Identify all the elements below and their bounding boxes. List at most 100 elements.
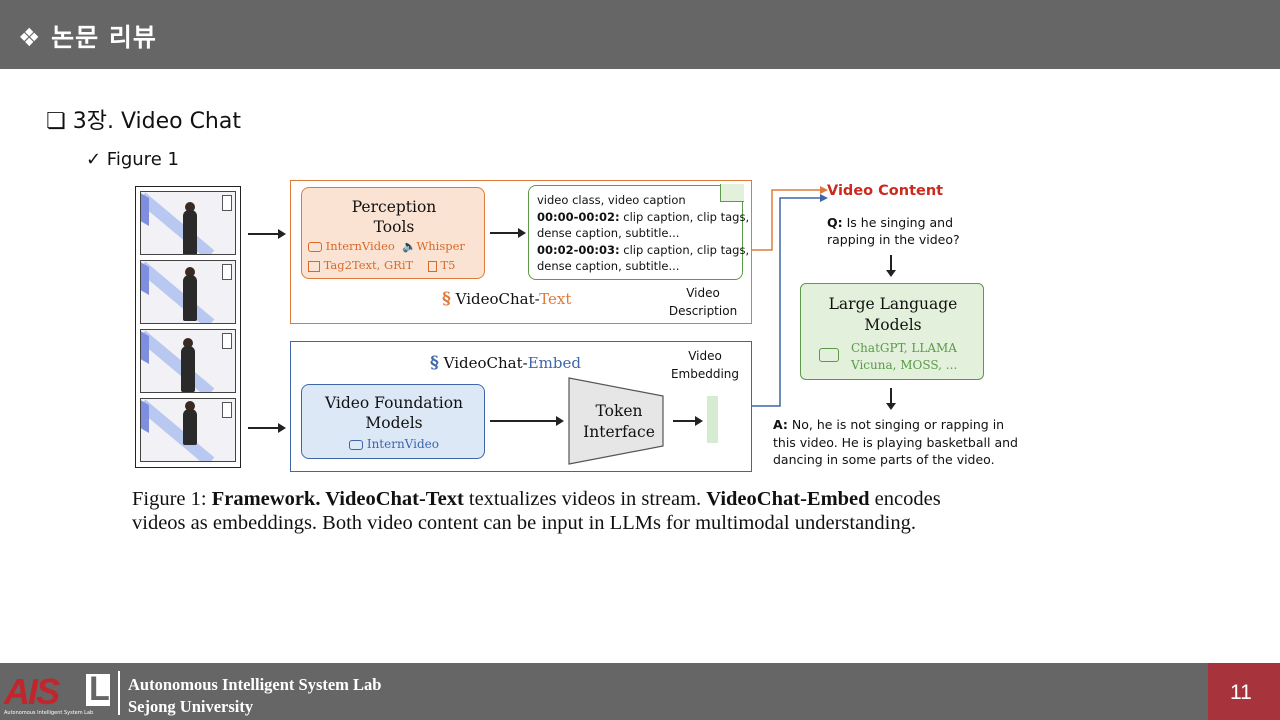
videochat-text-panel — [290, 180, 752, 324]
logo-text: AIS — [4, 671, 60, 712]
lab-name-line1: Autonomous Intelligent System Lab — [128, 675, 382, 694]
aisl-logo: AIS L Autonomous Intelligent System Lab — [4, 670, 110, 716]
video-icon — [349, 439, 363, 450]
description-line: dense caption, subtitle... — [537, 259, 680, 273]
question-line2: rapping in the video? — [827, 232, 960, 247]
video-description-label-line1: Video — [686, 286, 720, 300]
token-interface-line1: Token — [595, 402, 643, 420]
footer-bar: AIS L Autonomous Intelligent System Lab … — [0, 663, 1280, 720]
timestamp: 00:00-00:02: — [537, 209, 620, 224]
timestamp: 00:02-00:03: — [537, 242, 620, 257]
arrowhead-icon — [556, 416, 564, 426]
arrowhead-icon — [518, 228, 526, 238]
perception-title-line2: Tools — [373, 218, 415, 236]
figure-framework: Perception Tools InternVideo 🔈Whisper Ta… — [130, 178, 1030, 478]
videochat-embed-panel — [290, 341, 752, 472]
description-line: dense caption, subtitle... — [537, 226, 680, 240]
arrowhead-icon — [886, 270, 896, 277]
perception-tools-box: Perception Tools InternVideo 🔈Whisper Ta… — [301, 187, 485, 279]
answer-line1: No, he is not singing or rapping in — [787, 417, 1005, 432]
llm-box: Large Language Models ChatGPT, LLAMA Vic… — [800, 283, 984, 380]
caption-text: textualizes videos in stream. — [463, 488, 707, 510]
arrow-line — [673, 420, 695, 422]
token-interface-line2: Interface — [583, 423, 655, 441]
foundation-title-line2: Models — [365, 414, 423, 432]
answer-line3: dancing in some parts of the video. — [773, 452, 995, 467]
arrowhead-icon — [695, 416, 703, 426]
question-prefix: Q: — [827, 215, 843, 230]
tool-internvideo-embed: InternVideo — [366, 437, 439, 451]
description-line: clip caption, clip tags, — [619, 242, 750, 257]
videochat-text-prefix: VideoChat- — [455, 290, 540, 308]
video-embedding-label: Video Embedding — [662, 347, 748, 383]
lab-name-line2: Sejong University — [128, 697, 254, 716]
arrow-line — [490, 232, 518, 234]
page-number-box: 11 — [1208, 663, 1280, 720]
logo-l: L — [89, 670, 110, 708]
connector-arrows — [752, 186, 828, 407]
footer-divider — [118, 671, 120, 715]
tool-t5: T5 — [440, 258, 456, 272]
caption-text: encodes — [869, 488, 941, 510]
description-line: video class, video caption — [537, 193, 686, 207]
caption-line2: videos as embeddings. Both video content… — [132, 512, 916, 534]
video-description-box: video class, video caption 00:00-00:02: … — [528, 184, 749, 280]
video-content-label: Video Content — [827, 183, 944, 199]
video-frame — [140, 398, 236, 462]
answer-line2: this video. He is playing basketball and — [773, 434, 1018, 450]
perception-title: Perception — [351, 198, 437, 216]
section-heading: ❏ 3장. Video Chat — [46, 109, 241, 134]
embedding-bar — [707, 396, 718, 443]
arrowhead-icon — [278, 423, 286, 433]
arrow-line — [890, 388, 892, 404]
llm-title-line2: Models — [864, 316, 922, 334]
llm-title: Large Language — [828, 295, 958, 313]
tool-internvideo: InternVideo — [325, 239, 395, 253]
video-frame — [140, 260, 236, 324]
llm-models-line1: ChatGPT, LLAMA — [851, 341, 957, 355]
page-number: 11 — [1230, 681, 1252, 704]
video-description-label: Video Description — [660, 284, 746, 320]
video-description-label-line2: Description — [668, 304, 738, 318]
swirl-logo-icon: § — [442, 289, 451, 309]
arrow-line — [248, 427, 278, 429]
logo-l-block: L — [86, 670, 110, 708]
caption-bold: VideoChat-Embed — [706, 488, 870, 510]
question-line1: Is he singing and — [842, 215, 954, 230]
description-line: clip caption, clip tags, — [619, 209, 750, 224]
image-icon — [308, 260, 320, 272]
robot-icon — [819, 348, 839, 362]
videochat-embed-prefix: VideoChat- — [443, 354, 528, 372]
caption-label: Figure 1: — [132, 488, 212, 510]
video-frames-strip — [135, 186, 241, 468]
arrowhead-icon — [886, 403, 896, 410]
arrow-line — [890, 255, 892, 271]
answer-text: A: No, he is not singing or rapping in t… — [773, 416, 1018, 469]
logo-subtext: Autonomous Intelligent System Lab — [4, 710, 94, 716]
header-bar: ❖ 논문 리뷰 — [0, 0, 1280, 69]
llm-models-line2: Vicuna, MOSS, ... — [851, 358, 958, 372]
document-icon — [427, 260, 437, 272]
subsection-heading: ✓ Figure 1 — [86, 149, 179, 170]
lab-name: Autonomous Intelligent System Lab Sejong… — [128, 674, 382, 718]
page-title: ❖ 논문 리뷰 — [18, 23, 157, 52]
token-interface-label: Token Interface — [571, 401, 667, 443]
video-embedding-label-line1: Video — [688, 349, 722, 363]
answer-prefix: A: — [773, 417, 788, 432]
video-foundation-models-box: Video Foundation Models InternVideo — [301, 384, 485, 459]
video-frame — [140, 191, 236, 255]
videochat-embed-label: § VideoChat-Embed — [430, 353, 581, 373]
arrowhead-icon — [278, 229, 286, 239]
note-fold-icon — [720, 184, 744, 202]
swirl-logo-icon: § — [430, 353, 439, 373]
videochat-text-suffix: Text — [539, 290, 572, 308]
arrow-line — [248, 233, 278, 235]
videochat-text-label: § VideoChat-Text — [442, 289, 571, 309]
videochat-embed-suffix: Embed — [527, 354, 581, 372]
arrow-line — [490, 420, 556, 422]
figure-caption: Figure 1: Framework. VideoChat-Text text… — [132, 487, 1032, 535]
speaker-icon: 🔈 — [402, 239, 417, 253]
tool-tag2text: Tag2Text, GRiT — [323, 258, 414, 272]
video-embedding-label-line2: Embedding — [670, 367, 740, 381]
tool-whisper: Whisper — [416, 239, 465, 253]
